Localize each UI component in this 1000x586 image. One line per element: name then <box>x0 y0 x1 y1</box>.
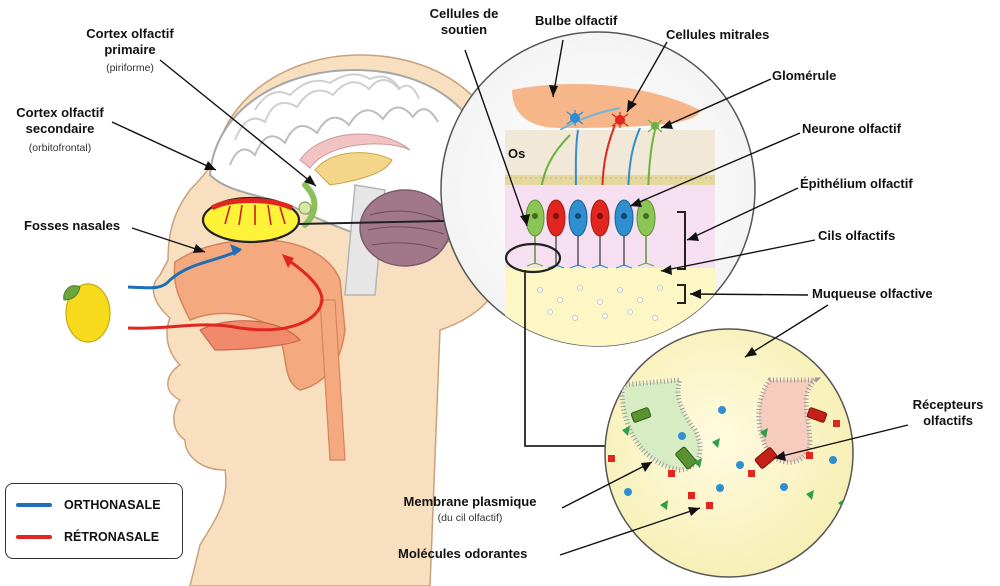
legend-label-retronasale: RÉTRONASALE <box>64 530 160 544</box>
head-profile <box>152 54 516 586</box>
lemon-icon <box>63 283 111 343</box>
label-cortex-primaire: Cortex olfactif primaire <box>86 26 174 57</box>
cilia-zoom <box>604 328 854 578</box>
leader-lines <box>111 39 909 556</box>
label-muqueuse-olfactive: Muqueuse olfactive <box>812 286 933 301</box>
label-cellules-soutien: Cellules de soutien <box>429 6 499 37</box>
retronasal-path <box>127 254 324 332</box>
label-glomerule: Glomérule <box>772 68 837 83</box>
label-molecules-odorantes: Molécules odorantes <box>398 546 528 561</box>
orthonasal-path <box>127 244 242 290</box>
label-cortex-primaire-sub: (piriforme) <box>106 62 154 74</box>
label-fosses-nasales: Fosses nasales <box>24 218 121 233</box>
label-epithelium-olfactif: Épithélium olfactif <box>800 176 913 191</box>
label-os: Os <box>508 146 526 161</box>
legend: ORTHONASALE RÉTRONASALE <box>5 483 183 559</box>
legend-item-orthonasale: ORTHONASALE <box>16 496 161 514</box>
label-cortex-secondaire-sub: (orbitofrontal) <box>28 142 92 154</box>
cerebellum <box>359 189 451 267</box>
olfactory-region <box>201 196 301 244</box>
legend-label-orthonasale: ORTHONASALE <box>64 498 161 512</box>
label-cils-olfactifs: Cils olfactifs <box>818 228 896 243</box>
legend-swatch-red <box>16 535 52 539</box>
label-neurone-olfactif: Neurone olfactif <box>802 121 901 136</box>
label-membrane-plasmique: Membrane plasmique <box>403 494 537 509</box>
label-membrane-plasmique-sub: (du cil olfactif) <box>437 512 503 524</box>
label-cortex-secondaire: Cortex olfactif secondaire <box>16 105 104 136</box>
legend-item-retronasale: RÉTRONASALE <box>16 528 159 546</box>
legend-swatch-blue <box>16 503 52 507</box>
label-cellules-mitrales: Cellules mitrales <box>666 27 770 42</box>
epithelium-zoom <box>440 31 756 347</box>
label-recepteurs-olfactifs: Récepteurs olfactifs <box>912 397 984 428</box>
label-bulbe-olfactif: Bulbe olfactif <box>535 13 618 28</box>
